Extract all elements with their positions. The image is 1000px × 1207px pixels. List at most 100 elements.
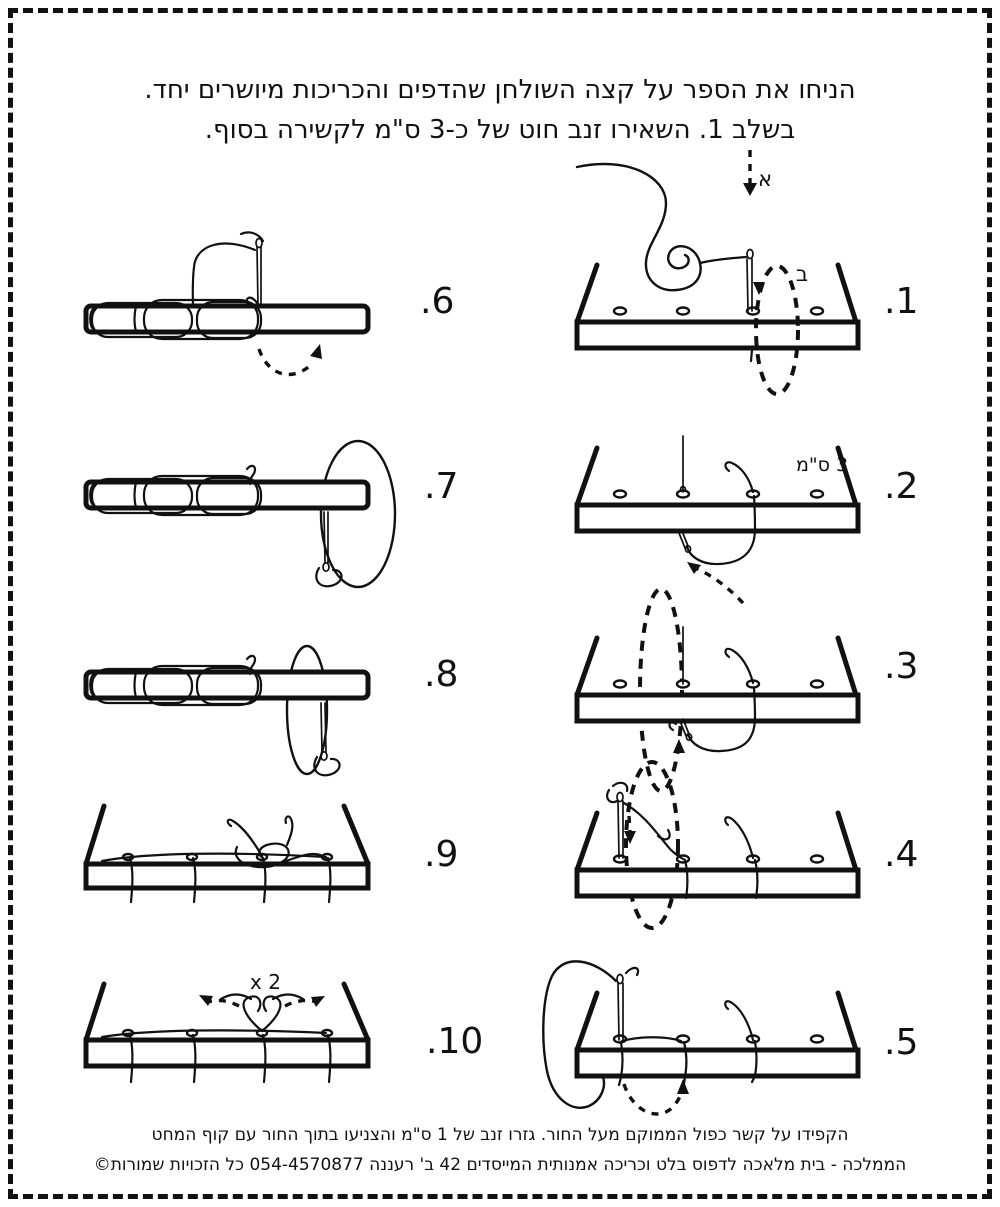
stitch-wrap [128, 1033, 134, 1084]
label-a: א [758, 167, 772, 191]
board-front-edge [574, 502, 861, 534]
step-7-diagram: .7 [83, 439, 458, 589]
stitch-wrap [191, 856, 197, 904]
thread-arch [191, 242, 257, 308]
board-slant-right [341, 803, 371, 867]
section-wrap [195, 666, 263, 706]
stitch-wrap [683, 858, 689, 900]
thread-tail [724, 647, 755, 685]
dashed-arc-arrow [257, 348, 315, 377]
hole [612, 306, 628, 316]
board-slant-left [574, 810, 600, 873]
needle-below [682, 718, 690, 735]
board-front-edge [574, 867, 861, 899]
thread-hook [245, 296, 260, 308]
spine-side-view [83, 664, 371, 707]
section-divider [133, 670, 138, 700]
stitch-wrap [326, 1033, 332, 1084]
book-board [574, 635, 861, 724]
footer-line-2: הממלכה - בית מלאכה לדפוס בלט וכריכה אמנו… [93, 1155, 907, 1175]
board-slant-right [835, 810, 859, 873]
needle-eye [616, 973, 624, 985]
hole [612, 679, 628, 689]
thread-big-loop [542, 960, 618, 1109]
step-4-diagram: .4 [574, 760, 918, 930]
needle-below [678, 532, 686, 549]
dashed-arrow-up [694, 566, 745, 605]
step-9-diagram: .9 [83, 803, 458, 904]
needle-shaft [323, 511, 326, 564]
board-slant-right [835, 262, 859, 325]
label-b: ב [796, 262, 808, 286]
needle-eye [746, 248, 754, 260]
thread-curl [313, 755, 341, 777]
section-wrap [90, 301, 194, 339]
stitch-wrap [617, 1040, 624, 1087]
hole [809, 854, 825, 864]
thread-curl [624, 966, 640, 977]
hole [612, 854, 628, 864]
arrowhead [687, 562, 701, 574]
arrowhead [199, 995, 213, 1006]
thread-under-board [686, 686, 757, 753]
thread-tail-below [749, 348, 754, 363]
arrowhead [753, 282, 765, 295]
step-2-number: .2 [884, 466, 918, 507]
book-board [574, 810, 861, 899]
thread-spiral [667, 244, 702, 270]
stitch-wrap [682, 1040, 688, 1086]
section-wrap [90, 667, 194, 705]
thread-to-hole [622, 801, 687, 862]
thread-path [575, 162, 702, 292]
spine-side-view [83, 298, 371, 341]
hole [675, 306, 691, 316]
hole [809, 1034, 825, 1044]
needle-shaft [617, 800, 620, 859]
section-wrap [195, 476, 263, 516]
thread-on-top [100, 852, 328, 863]
thread-tail [724, 1000, 755, 1042]
step-1-diagram: א ב .1 [574, 150, 918, 396]
page-footer: הקפידו על קשר כפול הממוקם מעל החור. גזרו… [20, 1120, 980, 1180]
book-board [574, 445, 861, 534]
stitch-wrap [128, 856, 134, 904]
board-front-edge [83, 1037, 371, 1069]
needle-below [681, 530, 689, 547]
hole [612, 489, 628, 499]
spine-side-view [83, 474, 371, 517]
step-7-number: .7 [424, 466, 458, 507]
thread-loop-around-spine [285, 644, 329, 776]
section-wrap [142, 664, 260, 707]
book-board [574, 990, 861, 1079]
thread-under-board [685, 494, 757, 566]
arrowhead [310, 344, 322, 359]
thread-squiggle [239, 231, 265, 243]
knot-thread-left [226, 818, 264, 858]
knot-thread-right [284, 815, 294, 847]
arrowhead [743, 183, 757, 196]
label-x2: x 2 [250, 970, 281, 994]
board-slant-right [835, 990, 859, 1053]
step-5-number: .5 [884, 1022, 918, 1063]
needle-eye [322, 561, 330, 573]
step-8-number: .8 [424, 654, 458, 695]
knot-lobe-right [260, 995, 282, 1033]
board-slant-left [574, 262, 600, 325]
thread-loop-around-end [319, 439, 397, 589]
board-slant-left [574, 635, 600, 698]
dashed-loop-around-spine [624, 760, 680, 930]
needle-shaft [324, 702, 327, 753]
arrowhead [624, 831, 636, 844]
thread-tail [724, 816, 755, 860]
spine-bar [83, 669, 371, 701]
board-slant-left [83, 803, 107, 867]
board-slant-left [574, 445, 600, 508]
thread-curl [315, 566, 343, 588]
dashed-loop-b [754, 264, 800, 396]
stitch-wrap [261, 856, 267, 904]
section-wrap [142, 474, 260, 517]
step-4-number: .4 [884, 834, 918, 875]
dashed-arrow-left [207, 998, 240, 1008]
